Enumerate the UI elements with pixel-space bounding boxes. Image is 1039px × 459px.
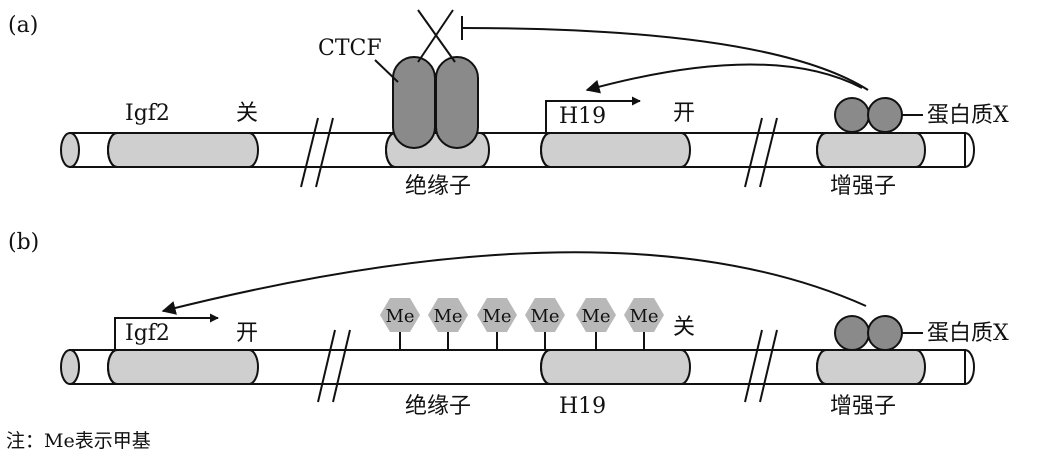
igf2-state-b: 开 (236, 321, 258, 346)
break-mark-b2 (744, 329, 778, 403)
panel-a: (a) Igf2 关 绝缘子 CTCF (8, 9, 1009, 199)
methyl-groups: Me Me Me Me Me (380, 298, 664, 350)
methyl-label: Me (433, 306, 462, 327)
break-mark-b1 (317, 329, 351, 403)
dna-left-end (60, 349, 80, 385)
protein-x-a (834, 97, 903, 133)
igf2-gene-a (107, 132, 259, 168)
methyl-label: Me (629, 306, 658, 327)
dna-left-end (60, 132, 80, 168)
enhancer-label-a: 增强子 (830, 174, 896, 199)
h19-label-a: H19 (559, 104, 606, 129)
enhancer-label-b: 增强子 (830, 394, 896, 419)
dna-right-end (964, 132, 975, 168)
enhancer-region-a (816, 132, 926, 168)
methyl-group: Me (477, 298, 517, 350)
blocked-x-mark (417, 9, 456, 63)
dna-right-end (964, 349, 975, 385)
methyl-group: Me (624, 298, 664, 350)
h19-transcription-arrow (545, 96, 641, 133)
ctcf-subunit-left (392, 56, 436, 149)
igf2-transcription-arrow (114, 313, 219, 350)
protein-x-b (834, 315, 903, 351)
panel-a-tag: (a) (8, 13, 38, 38)
inhibition-line (461, 27, 869, 91)
enhancer-region-b (816, 349, 926, 385)
panel-b-tag: (b) (8, 230, 39, 255)
methyl-group: Me (380, 298, 420, 350)
h19-state-b: 关 (673, 315, 695, 340)
methyl-label: Me (530, 306, 559, 327)
h19-state-a: 开 (673, 101, 695, 126)
insulator-label-a: 绝缘子 (405, 174, 471, 199)
insulator-label-b: 绝缘子 (405, 394, 471, 419)
h19-gene-a (540, 132, 691, 168)
activation-arrow-a (585, 63, 863, 94)
ctcf-label: CTCF (318, 36, 382, 61)
methyl-label: Me (482, 306, 511, 327)
igf2-label-b: Igf2 (125, 321, 170, 346)
footnote: 注：Me表示甲基 (6, 430, 151, 452)
ctcf-leader-line (374, 59, 399, 83)
igf2-state-a: 关 (236, 101, 258, 126)
igf2-label-a: Igf2 (125, 101, 170, 126)
break-mark-a2 (744, 117, 778, 188)
methyl-label: Me (581, 306, 610, 327)
break-mark-a1 (300, 117, 334, 188)
h19-gene-b (540, 349, 691, 385)
protein-x-label-a: 蛋白质X (927, 103, 1009, 128)
activation-arrow-b (161, 251, 867, 315)
h19-label-b: H19 (559, 394, 606, 419)
methyl-group: Me (525, 298, 565, 350)
ctcf-protein (392, 56, 479, 149)
methyl-group: Me (576, 298, 616, 350)
ctcf-subunit-right (435, 56, 479, 149)
methyl-label: Me (385, 306, 414, 327)
panel-b: (b) Igf2 开 绝缘子 H19 关 (8, 230, 1009, 419)
protein-x-label-b: 蛋白质X (927, 321, 1009, 346)
methyl-group: Me (428, 298, 468, 350)
igf2-gene-b (107, 349, 259, 385)
